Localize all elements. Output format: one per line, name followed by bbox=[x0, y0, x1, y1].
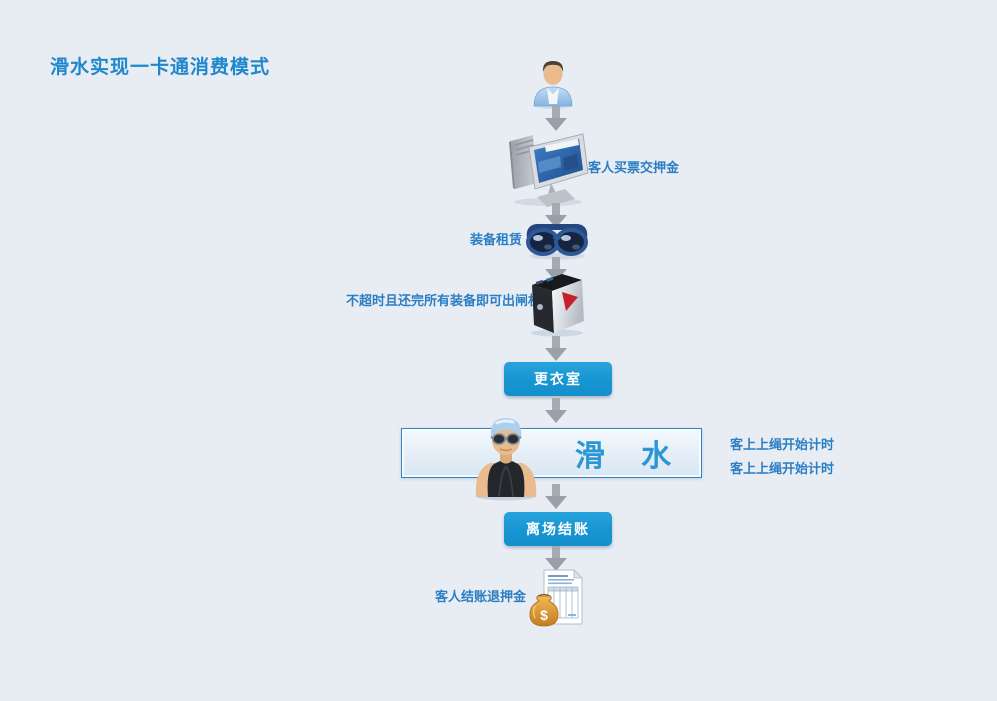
changing-room-label: 更衣室 bbox=[534, 371, 582, 387]
changing-room-node: 更衣室 bbox=[504, 362, 612, 396]
arrow-down-icon bbox=[544, 336, 568, 362]
water-ski-label: 滑 水 bbox=[574, 440, 686, 473]
arrow-down-icon bbox=[544, 106, 568, 132]
gate-exit-label: 不超时且还完所有装备即可出闸机 bbox=[346, 293, 542, 308]
invoice-moneybag-icon: $ bbox=[528, 566, 588, 633]
arrow-down-icon bbox=[544, 257, 568, 283]
turnstile-icon bbox=[526, 271, 588, 342]
water-ski-box bbox=[401, 428, 702, 478]
pos-computer-icon bbox=[503, 127, 589, 212]
page-title: 滑水实现一卡通消费模式 bbox=[50, 57, 271, 78]
goggles-icon bbox=[524, 218, 590, 265]
timing-note-1: 客上上绳开始计时 bbox=[730, 437, 835, 452]
dollar-sign: $ bbox=[540, 607, 548, 623]
arrow-down-icon bbox=[544, 484, 568, 510]
arrow-down-icon bbox=[544, 546, 568, 572]
arrow-down-icon bbox=[544, 398, 568, 424]
money-bag-icon: $ bbox=[529, 593, 559, 627]
swimmer-icon bbox=[464, 413, 548, 506]
customer-icon bbox=[530, 59, 576, 114]
arrow-down-icon bbox=[544, 203, 568, 229]
timing-note-2: 客上上绳开始计时 bbox=[730, 461, 835, 476]
checkout-label: 离场结账 bbox=[526, 521, 590, 537]
refund-label: 客人结账退押金 bbox=[434, 589, 526, 604]
buy-ticket-label: 客人买票交押金 bbox=[588, 160, 680, 175]
checkout-node: 离场结账 bbox=[504, 512, 612, 546]
equipment-rental-label: 装备租赁 bbox=[469, 232, 522, 247]
